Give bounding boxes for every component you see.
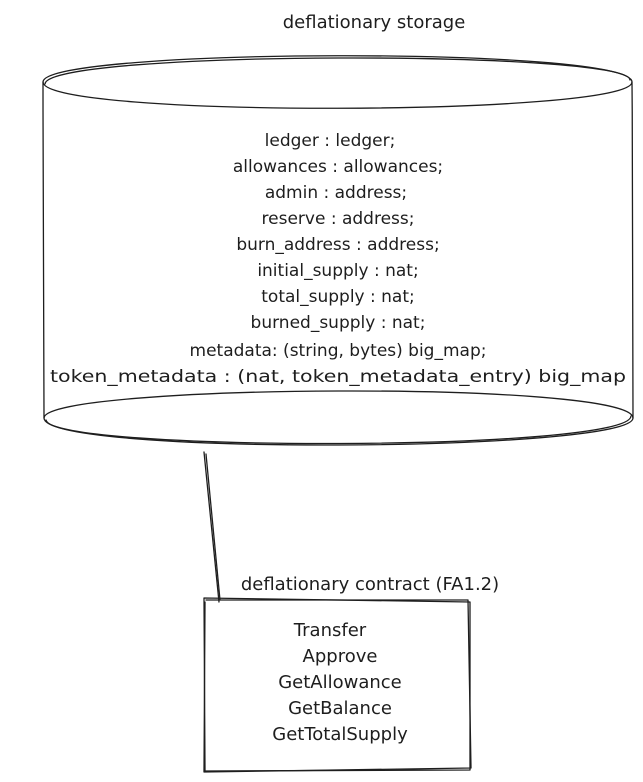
contract-method: GetTotalSupply [272,724,408,745]
storage-field: total_supply : nat; [261,287,415,307]
storage-field: admin : address; [265,183,407,203]
cylinder-top-ellipse-sketch [44,57,631,85]
cylinder-bottom-ellipse [43,390,634,446]
storage-cylinder [42,55,634,446]
contract-box-outline-sketch [203,599,472,773]
cylinder-left-side [42,81,45,419]
contract-box [203,597,472,773]
storage-contract-connector-sketch [205,453,221,601]
storage-field: allowances : allowances; [233,157,443,177]
storage-contract-connector [203,451,220,603]
cylinder-bottom-ellipse-sketch [45,415,632,445]
contract-methods: Transfer Approve GetAllowance GetBalance… [272,620,408,745]
storage-field: metadata: (string, bytes) big_map; [190,341,487,361]
cylinder-right-side [631,81,634,419]
storage-fields: ledger : ledger; allowances : allowances… [50,131,626,387]
storage-field: reserve : address; [262,209,415,229]
storage-field: token_metadata : (nat, token_metadata_en… [50,367,626,387]
storage-field: ledger : ledger; [265,131,396,151]
storage-field: initial_supply : nat; [257,261,418,281]
storage-field: burned_supply : nat; [251,313,426,333]
storage-title: deflationary storage [283,12,466,33]
contract-method: Approve [303,646,378,667]
contract-method: GetAllowance [278,672,402,693]
storage-field: burn_address : address; [236,235,439,255]
contract-method: GetBalance [288,698,392,719]
contract-title: deflationary contract (FA1.2) [241,574,499,595]
contract-method: Transfer [293,620,367,641]
